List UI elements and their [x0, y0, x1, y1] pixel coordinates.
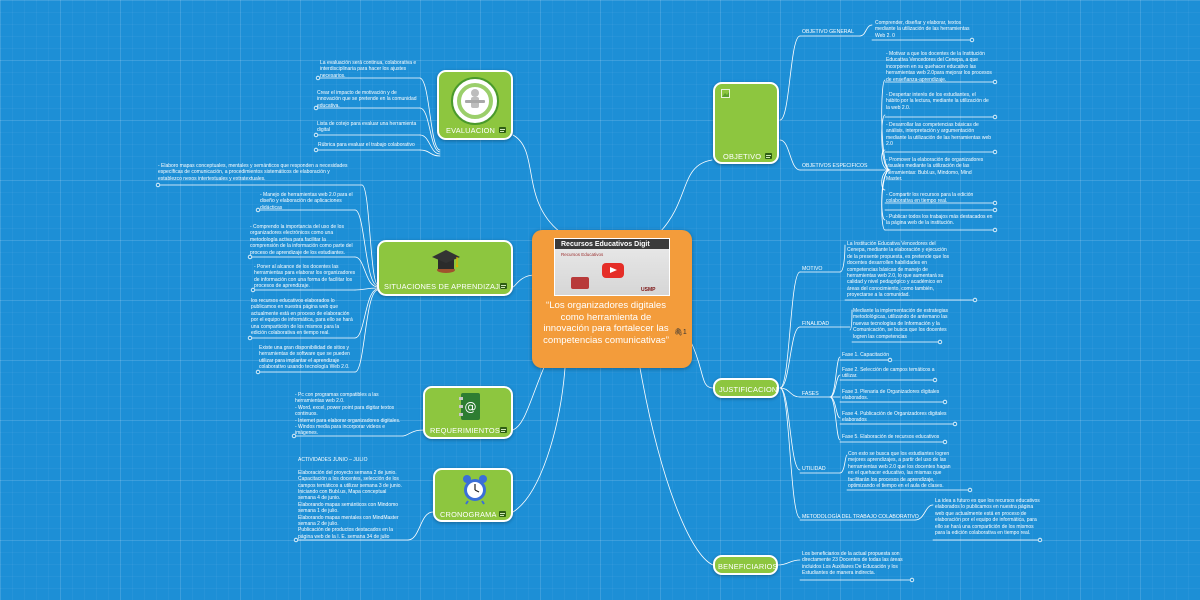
objetivo-general-label: OBJETIVO GENERAL: [802, 29, 854, 35]
note-icon[interactable]: [499, 127, 506, 133]
paperclip-icon: 🖇: [674, 329, 683, 336]
evaluacion-item: Lista de cotejo para evaluar una herrami…: [317, 121, 417, 134]
node-beneficiarios[interactable]: BENEFICIARIOS: [713, 555, 778, 575]
node-cronograma[interactable]: CRONOGRAMA: [433, 468, 513, 522]
objetivo-especifico-item: - Promover la elaboración de organizador…: [886, 157, 984, 183]
situaciones-item: - Comprendo la importancia del uso de lo…: [250, 224, 353, 256]
alarm-clock-icon: [463, 475, 487, 505]
evaluacion-item: Rúbrica para evaluar el trabajo colabora…: [318, 142, 415, 148]
metodologia-label: METODOLOGÍA DEL TRABAJO COLABORATIVO: [802, 514, 919, 520]
video-brand: USMP: [641, 287, 656, 293]
node-objetivo-title: OBJETIVO: [723, 152, 762, 161]
node-beneficiarios-title: BENEFICIARIOS: [718, 562, 778, 571]
graduation-cap-icon: [432, 250, 460, 273]
node-evaluacion[interactable]: EVALUACION: [437, 70, 513, 140]
situaciones-item: - Manejo de herramientas web 2.0 para el…: [260, 192, 353, 211]
objetivo-general-text: Comprender, diseñar y elaborar, textos m…: [875, 20, 970, 39]
fase-item: Fase 4. Publicación de Organizadores dig…: [842, 411, 947, 424]
evaluation-badge-icon: [451, 77, 499, 125]
address-book-icon: @: [459, 393, 480, 420]
finalidad-label: FINALIDAD: [802, 321, 830, 327]
node-requerimientos-title: REQUERIMIENTOS: [430, 426, 501, 435]
fases-label: FASES: [802, 391, 819, 397]
video-title: Recursos Educativos Digit: [561, 241, 650, 248]
attachment-indicator[interactable]: 🖇1: [674, 328, 687, 336]
video-subtitle: Recursos Educativos: [561, 252, 604, 257]
objetivo-especifico-item: - Desarrollar las competencias básicas d…: [886, 122, 992, 148]
evaluacion-item: Crear el impacto de motivación y de inno…: [317, 90, 417, 109]
objetivos-especificos-label: OBJETIVOS ESPECIFICOS: [802, 163, 868, 169]
node-justificacion-title: JUSTIFICACION: [719, 385, 778, 394]
central-topic[interactable]: Recursos Educativos Digit Recursos Educa…: [532, 230, 692, 368]
evaluacion-item: La evaluación será continua, colaborativ…: [320, 60, 417, 79]
objetivo-especifico-item: - Motivar a que los docentes de la Insti…: [886, 51, 992, 83]
play-icon[interactable]: [602, 263, 624, 278]
fase-item: Fase 1. Capacitación: [842, 352, 889, 358]
beneficiarios-text: Los beneficiarios de la actual propuesta…: [802, 551, 903, 577]
cronograma-item: ACTIVIDADES JUNIO – JULIO Elaboración de…: [298, 457, 402, 540]
note-icon[interactable]: [500, 427, 507, 433]
note-icon[interactable]: [765, 153, 772, 159]
objetivo-especifico-item: - Publicar todos los trabajos más destac…: [886, 214, 993, 227]
video-illustration: [571, 277, 589, 289]
situaciones-item: - Elaboro mapas conceptuales, mentales y…: [158, 163, 348, 182]
situaciones-item: - Poner al alcance de los docentes las h…: [254, 264, 356, 290]
broken-image-icon: [721, 89, 730, 98]
node-evaluacion-title: EVALUACION: [446, 126, 496, 135]
node-objetivo[interactable]: OBJETIVO: [713, 82, 779, 164]
node-justificacion[interactable]: JUSTIFICACION: [713, 378, 779, 398]
objetivo-especifico-item: - Despertar interés de los estudiantes, …: [886, 92, 989, 111]
svg-text:@: @: [465, 400, 477, 414]
finalidad-text: Mediante la implementación de estrategia…: [853, 308, 949, 340]
requerimientos-item: - Pc con programas compatibles a las her…: [295, 392, 401, 437]
fase-item: Fase 2. Selección de campos temáticos a …: [842, 367, 935, 380]
motivo-label: MOTIVO: [802, 266, 823, 272]
utilidad-label: UTILIDAD: [802, 466, 826, 472]
node-cronograma-title: CRONOGRAMA: [440, 510, 497, 519]
motivo-text: La Institución Educativa Vencedores del …: [847, 241, 950, 299]
utilidad-text: Con esto se busca que los estudiantes lo…: [848, 451, 951, 490]
node-situaciones-title: SITUACIONES DE APRENDIZAJE: [384, 282, 505, 291]
central-title: “Los organizadores digitales como herram…: [543, 300, 669, 346]
fase-item: Fase 3. Plenaria de Organizadores digita…: [842, 389, 940, 402]
metodologia-text: La idea a futuro es que los recursos edu…: [935, 498, 1040, 537]
node-requerimientos[interactable]: @ REQUERIMIENTOS: [423, 386, 513, 439]
note-icon[interactable]: [499, 511, 506, 517]
fase-item: Fase 5. Elaboración de recursos educativ…: [842, 434, 940, 440]
video-thumbnail[interactable]: Recursos Educativos Digit Recursos Educa…: [554, 238, 670, 296]
situaciones-item: Existe una gran disponibilidad de sitios…: [259, 345, 350, 371]
node-situaciones[interactable]: SITUACIONES DE APRENDIZAJE: [377, 240, 513, 296]
situaciones-item: los recursos educativos elaborados lo pu…: [251, 298, 353, 337]
objetivo-especifico-item: - Compartir los recursos para la edición…: [886, 192, 974, 205]
attachment-count: 1: [682, 329, 687, 336]
note-icon[interactable]: [500, 283, 507, 289]
